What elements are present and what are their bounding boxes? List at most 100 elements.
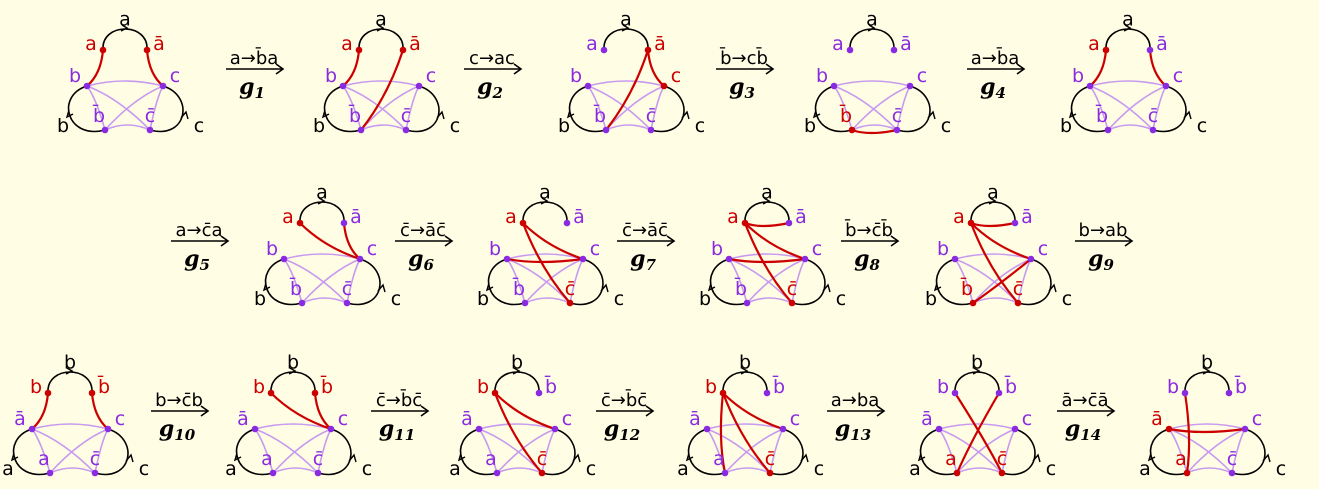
graph-node [551,425,559,433]
node-label: c̄ [892,105,902,127]
node-label: b [1167,376,1179,398]
arrowhead-icon [1123,24,1132,32]
transformation-step: b̄→c̄b̄g8 [841,219,900,274]
graph-node [356,255,364,263]
graph-node [399,46,407,54]
transformation-step: c̄→b̄c̄g11 [371,389,430,444]
left-label: b [254,288,266,310]
arrowhead-icon [572,453,581,463]
arrowhead-icon [1048,283,1057,293]
rule-label: b→ab [1079,220,1128,241]
arrowhead-icon [621,24,630,32]
transformation-step: c̄→āc̄g7 [617,220,676,274]
edge-red [605,49,650,131]
top-loop [722,371,768,394]
graph-node [44,389,52,397]
node-label: a [1088,33,1100,55]
node-label: b [570,65,582,87]
edge-red [299,222,361,261]
rule-label: c̄→b̄c̄ [601,389,647,411]
top-loop [744,201,790,224]
graph-node [602,126,610,134]
edge-red [721,392,771,474]
edge-light [496,428,556,474]
edge-light [833,80,911,87]
graph-node [935,425,943,433]
right-label: c [586,458,596,480]
left-label: a [1139,458,1151,480]
graph-node [600,46,608,54]
edge-red [1089,49,1108,87]
node-label: a [485,448,497,470]
node-label: a [85,33,97,55]
top-label: a [1122,9,1134,31]
edge-red [744,221,790,228]
step-name: g2 [477,74,503,102]
graph-node [566,299,574,307]
graph-node [146,126,154,134]
transformation-step: a→b̄ag4 [967,47,1026,102]
arrowhead-icon [10,452,19,462]
graph-node [644,46,652,54]
node-label: c [790,408,800,430]
step-name: g10 [159,416,196,444]
node-label: ā [654,33,666,55]
top-label: b [511,352,523,374]
node-label: c [671,65,681,87]
node-label: ā [573,206,585,228]
step-name: g12 [604,416,640,444]
arrowhead-icon [377,283,386,293]
node-label: ā [409,33,421,55]
node-label: ā [1156,33,1168,55]
left-label: b [699,288,711,310]
edge-light [104,124,151,131]
right-loop [1152,85,1187,133]
node-label: b̄ [839,103,852,127]
arrowhead-icon [1032,453,1041,463]
graph-node [99,46,107,54]
graph-node [741,219,749,227]
edge-light [833,85,898,131]
edge-light [272,428,332,474]
rule-label: c̄→b̄c̄ [376,389,422,411]
top-label: a [316,182,328,204]
graph-node [314,469,322,477]
edge-light [1107,85,1167,131]
node-label: c̄ [1148,105,1158,127]
edge-light [746,297,793,304]
graph-node [721,469,729,477]
arrow-icon [1124,235,1134,247]
node-label: a [953,206,965,228]
graph-node [890,46,898,54]
node-label: b [477,376,489,398]
edge-light [283,258,348,304]
arrowhead-icon [1147,452,1156,462]
arrowhead-icon [485,282,494,292]
graph-node [801,255,809,263]
graph-node [1014,299,1022,307]
graph-node [521,299,529,307]
node-label: c [1022,408,1032,430]
edge-light [956,467,1003,474]
arrow-icon [275,63,285,75]
edge-light [1186,467,1233,474]
right-label: c [1046,458,1056,480]
graph-node [267,389,275,397]
edge-red [360,49,405,131]
node-label: b [325,65,337,87]
graph-node [969,299,977,307]
node-label: ā [795,206,807,228]
right-loop [317,428,352,476]
node-label: a [832,33,844,55]
graph-node [951,255,959,263]
arrowhead-icon [317,197,326,205]
graph-node [1104,126,1112,134]
right-label: c [194,115,204,137]
graph-node [951,389,959,397]
step-name: g4 [980,74,1006,102]
graph-node [91,469,99,477]
right-loop [1017,258,1052,306]
